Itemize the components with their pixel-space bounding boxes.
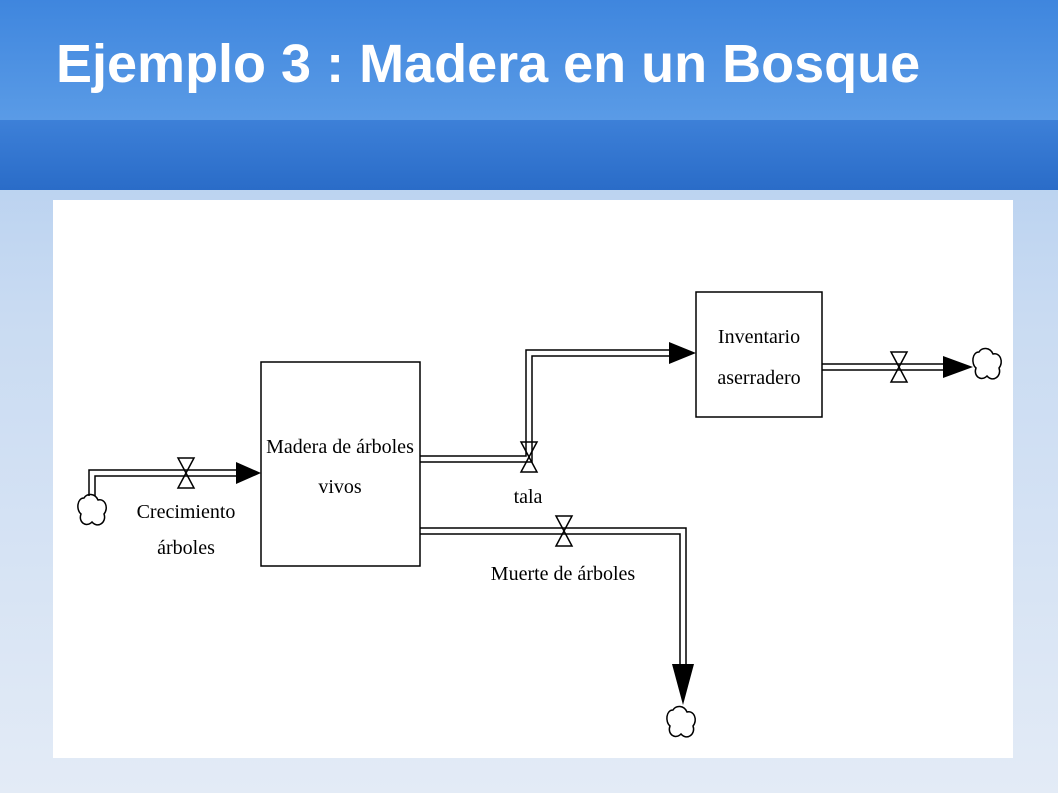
- slide-title: Ejemplo 3 : Madera en un Bosque: [56, 34, 921, 94]
- flow-muerte-label: Muerte de árboles: [491, 563, 636, 585]
- title-bar: [0, 0, 1058, 120]
- title-bar-band: [0, 120, 1058, 190]
- sink-cloud-inventario-icon: [972, 347, 1002, 380]
- valve-tala-icon: [519, 441, 539, 473]
- stock-madera-box: [260, 361, 421, 567]
- arrowhead-crecimiento-icon: [236, 462, 261, 484]
- flow-crecimiento-pipe: [88, 469, 238, 496]
- stock-inventario-label-line2: aserradero: [717, 367, 800, 389]
- flow-crecimiento-label-line1: Crecimiento: [137, 501, 236, 523]
- stock-flow-diagram: Madera de árboles vivos Inventario aserr…: [53, 200, 1013, 758]
- arrowhead-muerte-icon: [672, 664, 694, 705]
- stock-inventario-label-line1: Inventario: [718, 326, 800, 348]
- flow-tala-label: tala: [514, 486, 543, 508]
- diagram-canvas: Madera de árboles vivos Inventario aserr…: [77, 291, 1002, 738]
- valve-crecimiento-icon: [176, 457, 196, 489]
- sink-cloud-muerte-icon: [666, 705, 696, 738]
- flow-outflow-pipe: [822, 363, 945, 371]
- flow-tala-pipe: [420, 349, 671, 463]
- arrowhead-outflow-icon: [943, 356, 973, 378]
- flow-muerte-pipe: [420, 527, 687, 666]
- stock-madera-label-line1: Madera de árboles: [266, 436, 414, 458]
- source-cloud-icon: [77, 493, 107, 526]
- flow-crecimiento-label-line2: árboles: [157, 537, 215, 559]
- arrowhead-tala-icon: [669, 342, 696, 364]
- valve-outflow-icon: [889, 351, 909, 383]
- stock-madera-label-line2: vivos: [318, 476, 362, 498]
- stock-inventario-box: [695, 291, 823, 418]
- valve-muerte-icon: [554, 515, 574, 547]
